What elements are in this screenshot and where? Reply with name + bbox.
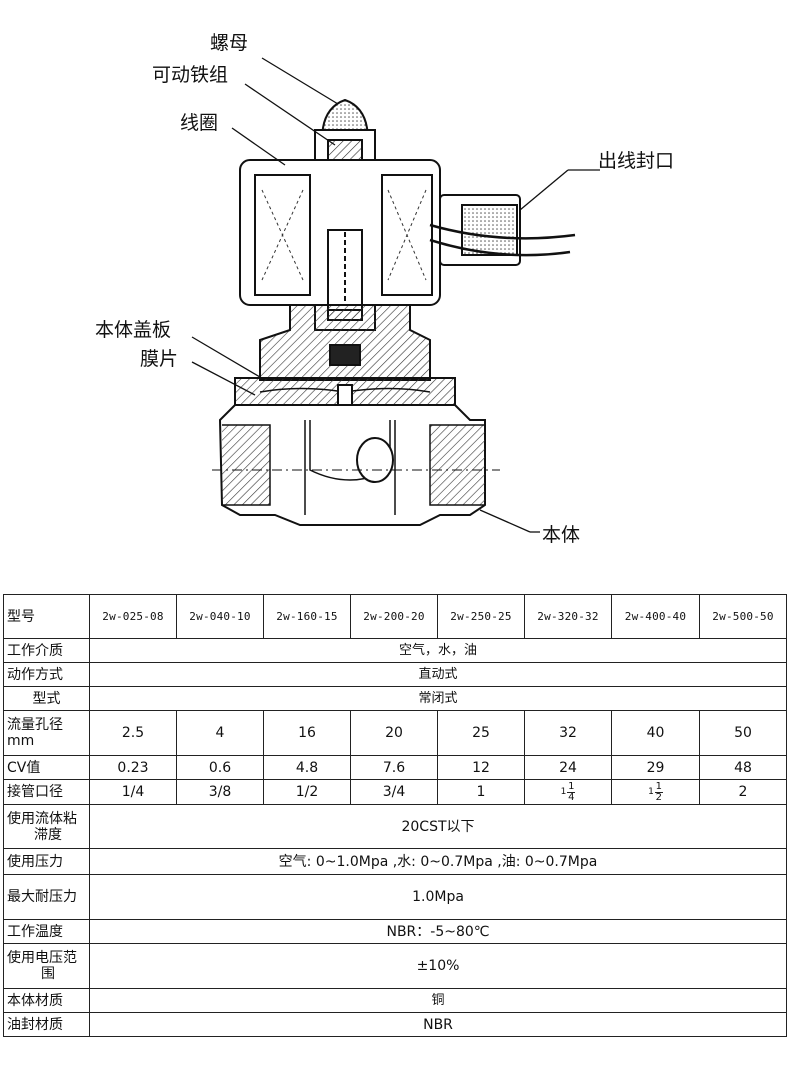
- orifice-cell: 40: [611, 710, 700, 756]
- orifice-cell: 32: [524, 710, 612, 756]
- fraction-stack: 1 4: [567, 780, 576, 803]
- fraction-bar: [567, 791, 576, 793]
- cv-cell: 12: [437, 755, 525, 780]
- orifice-cell: 16: [263, 710, 351, 756]
- valve-drawing: [191, 57, 600, 533]
- orifice-cell: 2.5: [89, 710, 177, 756]
- fraction-numerator: 1: [568, 780, 575, 792]
- row-header-model: 型号: [3, 594, 90, 639]
- model-cell: 2w-250-25: [437, 594, 525, 639]
- orifice-label-line2: mm: [7, 733, 35, 749]
- label-diaphragm: 膜片: [140, 348, 179, 370]
- table-row-max-pressure: 最大耐压力 1.0Mpa: [3, 874, 787, 920]
- body-material-value: 铜: [89, 988, 787, 1013]
- max-pressure-value: 1.0Mpa: [89, 874, 787, 920]
- label-plunger: 可动铁组: [152, 64, 229, 86]
- row-header-medium: 工作介质: [3, 638, 90, 663]
- type-value: 常闭式: [89, 686, 787, 711]
- cv-cell: 7.6: [350, 755, 438, 780]
- fraction-numerator: 1: [655, 780, 663, 792]
- valve-cross-section-diagram: 螺母 可动铁组 线圈 出线封口 本体盖板 膜片 本体: [95, 32, 675, 546]
- table-row-type: 型式 常闭式: [3, 686, 787, 711]
- seal-material-value: NBR: [89, 1012, 787, 1037]
- row-header-max-pressure: 最大耐压力: [3, 874, 90, 920]
- label-body: 本体: [542, 524, 581, 546]
- pressure-value: 空气: 0~1.0Mpa ,水: 0~0.7Mpa ,油: 0~0.7Mpa: [89, 848, 787, 875]
- orifice-cell: 4: [176, 710, 264, 756]
- table-row-port: 接管口径 1/4 3/8 1/2 3/4 1 1 1 4 1 1 2: [3, 779, 787, 805]
- orifice-label-line1: 流量孔径: [7, 717, 63, 733]
- table-row-medium: 工作介质 空气，水，油: [3, 638, 787, 663]
- model-cell: 2w-500-50: [699, 594, 787, 639]
- fraction-bar: [654, 791, 663, 793]
- port-cell-fraction: 1 1 2: [611, 779, 700, 805]
- cv-cell: 4.8: [263, 755, 351, 780]
- voltage-label-line2: 围: [41, 966, 55, 982]
- fraction-denominator: 2: [655, 791, 663, 803]
- medium-value: 空气，水，油: [89, 638, 787, 663]
- table-row-cv: CV值 0.23 0.6 4.8 7.6 12 24 29 48: [3, 755, 787, 780]
- table-row-model: 型号 2w-025-08 2w-040-10 2w-160-15 2w-200-…: [3, 594, 787, 639]
- row-header-seal-material: 油封材质: [3, 1012, 90, 1037]
- row-header-voltage: 使用电压范 围: [3, 943, 90, 989]
- viscosity-label-line1: 使用流体粘: [7, 810, 77, 827]
- port-cell: 1: [437, 779, 525, 805]
- model-cell: 2w-040-10: [176, 594, 264, 639]
- temperature-value: NBR：-5~80℃: [89, 919, 787, 944]
- orifice-cell: 25: [437, 710, 525, 756]
- model-cell: 2w-200-20: [350, 594, 438, 639]
- port-cell: 3/8: [176, 779, 264, 805]
- row-header-viscosity: 使用流体粘 滞度: [3, 804, 90, 849]
- row-header-port: 接管口径: [3, 779, 90, 805]
- table-row-temperature: 工作温度 NBR：-5~80℃: [3, 919, 787, 944]
- table-row-viscosity: 使用流体粘 滞度 20CST以下: [3, 804, 787, 849]
- row-header-orifice: 流量孔径 mm: [3, 710, 90, 756]
- cv-cell: 24: [524, 755, 612, 780]
- port-cell: 1/2: [263, 779, 351, 805]
- table-row-orifice: 流量孔径 mm 2.5 4 16 20 25 32 40 50: [3, 710, 787, 756]
- voltage-value: ±10%: [89, 943, 787, 989]
- label-coil: 线圈: [180, 112, 219, 134]
- fraction-whole: 1: [560, 787, 567, 797]
- port-cell: 3/4: [350, 779, 438, 805]
- orifice-cell: 20: [350, 710, 438, 756]
- cv-cell: 0.6: [176, 755, 264, 780]
- row-header-cv: CV值: [3, 755, 90, 780]
- table-row-seal-material: 油封材质 NBR: [3, 1012, 787, 1037]
- model-cell: 2w-160-15: [263, 594, 351, 639]
- label-cable-outlet: 出线封口: [598, 150, 675, 172]
- port-cell: 1/4: [89, 779, 177, 805]
- port-cell: 2: [699, 779, 787, 805]
- table-row-pressure: 使用压力 空气: 0~1.0Mpa ,水: 0~0.7Mpa ,油: 0~0.7…: [3, 848, 787, 875]
- label-nut: 螺母: [210, 32, 249, 54]
- model-cell: 2w-320-32: [524, 594, 612, 639]
- model-cell: 2w-025-08: [89, 594, 177, 639]
- row-header-operation: 动作方式: [3, 662, 90, 687]
- label-bonnet: 本体盖板: [95, 319, 172, 341]
- spec-table: 型号 2w-025-08 2w-040-10 2w-160-15 2w-200-…: [3, 594, 787, 1037]
- row-header-body-material: 本体材质: [3, 988, 90, 1013]
- model-cell: 2w-400-40: [611, 594, 700, 639]
- fraction-denominator: 4: [568, 791, 575, 803]
- cv-cell: 48: [699, 755, 787, 780]
- table-row-operation: 动作方式 直动式: [3, 662, 787, 687]
- table-row-body-material: 本体材质 铜: [3, 988, 787, 1013]
- mixed-fraction: 1 1 2: [648, 780, 663, 803]
- table-row-voltage: 使用电压范 围 ±10%: [3, 943, 787, 989]
- row-header-pressure: 使用压力: [3, 848, 90, 875]
- mixed-fraction: 1 1 4: [560, 780, 576, 803]
- cv-cell: 29: [611, 755, 700, 780]
- fraction-stack: 1 2: [654, 780, 663, 803]
- viscosity-label-line2: 滞度: [34, 826, 62, 843]
- cv-cell: 0.23: [89, 755, 177, 780]
- row-header-type: 型式: [3, 686, 90, 711]
- voltage-label-line1: 使用电压范: [7, 950, 77, 966]
- operation-value: 直动式: [89, 662, 787, 687]
- fraction-whole: 1: [648, 787, 654, 797]
- orifice-cell: 50: [699, 710, 787, 756]
- port-cell-fraction: 1 1 4: [524, 779, 612, 805]
- viscosity-value: 20CST以下: [89, 804, 787, 849]
- row-header-temperature: 工作温度: [3, 919, 90, 944]
